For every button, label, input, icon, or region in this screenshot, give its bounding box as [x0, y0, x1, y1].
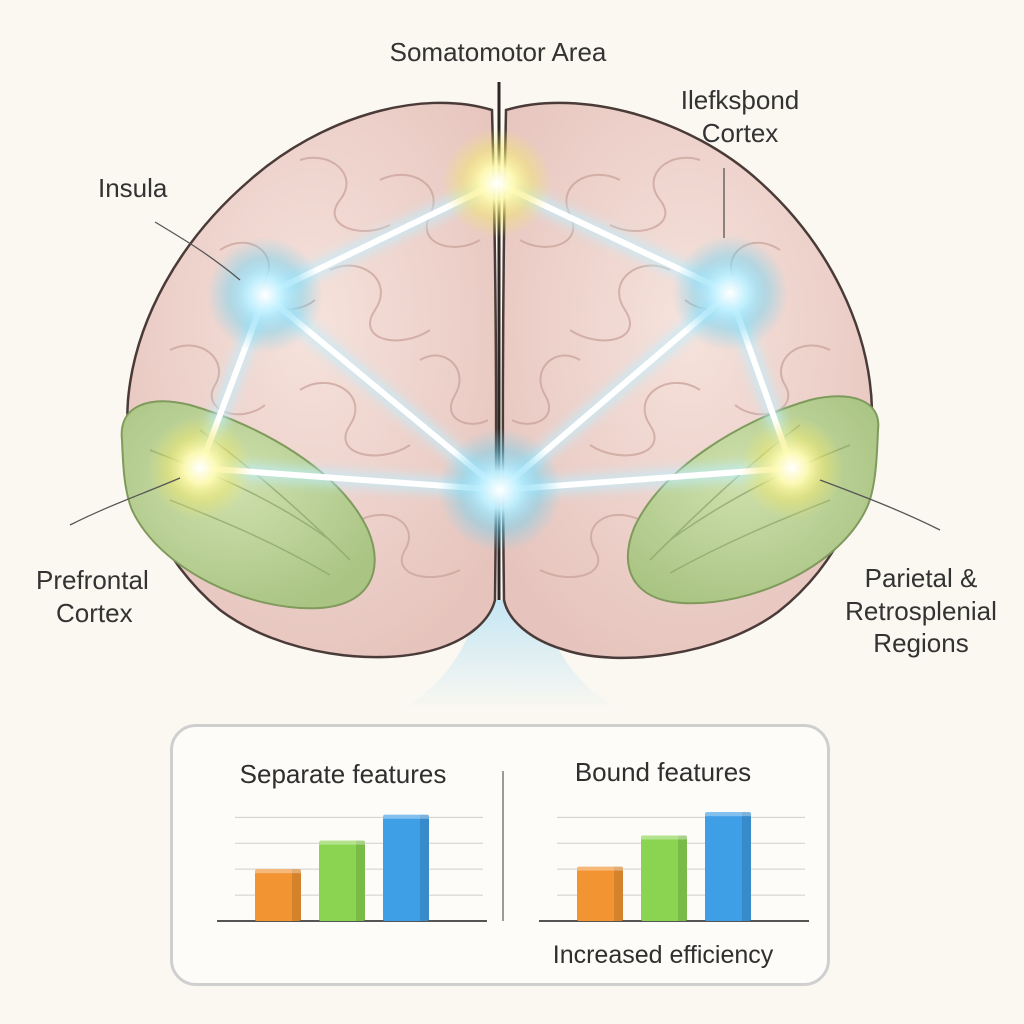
label-parietal-line3: Regions [873, 628, 969, 658]
chart-1-bar-2-top [705, 812, 751, 817]
comparison-panel: Separate features Bound features Increas… [170, 724, 830, 986]
brain-illustration [69, 82, 941, 712]
node-upper-right [672, 235, 788, 351]
chart-1-bar-1-top [641, 835, 687, 840]
label-top-right-line1: Ilefksþond [680, 85, 800, 115]
node-insula [207, 237, 323, 353]
label-insula: Insula [98, 173, 168, 203]
brainstem-glow [395, 600, 625, 712]
node-prefrontal [148, 416, 252, 520]
label-parietal: Parietal & Retrosplenial Regions [826, 562, 1016, 660]
label-somatomotor: Somatomotor Area [389, 37, 607, 67]
label-parietal-line2: Retrosplenial [845, 595, 997, 626]
chart-1-bar-1 [641, 835, 687, 921]
chart-title-bound: Bound features [574, 757, 752, 787]
label-top-right-line2: Cortex [701, 117, 779, 148]
label-prefrontal-line2: Cortex [56, 597, 133, 628]
panel-divider [502, 771, 504, 921]
label-prefrontal: Prefrontal Cortex [36, 564, 149, 629]
chart-title-separate: Separate features [239, 759, 447, 789]
chart-1-bar-1-shade [678, 835, 687, 921]
label-top-right-region: Ilefksþond Cortex [655, 84, 825, 149]
chart-0-bar-1-top [319, 840, 365, 845]
chart-0-bar-0-shade [292, 869, 301, 921]
chart-1-bar-2-shade [742, 812, 751, 921]
label-prefrontal-line1: Prefrontal [36, 565, 149, 595]
chart-0-bar-1 [319, 840, 365, 921]
node-parietal [740, 416, 844, 520]
chart-bound-features [539, 812, 809, 922]
chart-0-bar-2 [383, 814, 429, 921]
chart-0-bar-2-top [383, 814, 429, 819]
leader-lines [69, 168, 941, 531]
chart-1-bar-2 [705, 812, 751, 921]
node-somatomotor [442, 128, 552, 238]
chart-0-bar-0 [255, 869, 301, 921]
chart-1-bar-0-shade [614, 866, 623, 921]
panel-caption: Increased efficiency [552, 941, 774, 969]
chart-0-bar-2-shade [420, 814, 429, 921]
chart-0-bar-0-top [255, 869, 301, 874]
label-parietal-line1: Parietal & [864, 563, 978, 593]
chart-1-bar-0 [577, 866, 623, 921]
node-central [438, 428, 562, 552]
chart-0-bar-1-shade [356, 840, 365, 921]
chart-1-bar-0-top [577, 866, 623, 871]
chart-separate-features [217, 814, 487, 922]
